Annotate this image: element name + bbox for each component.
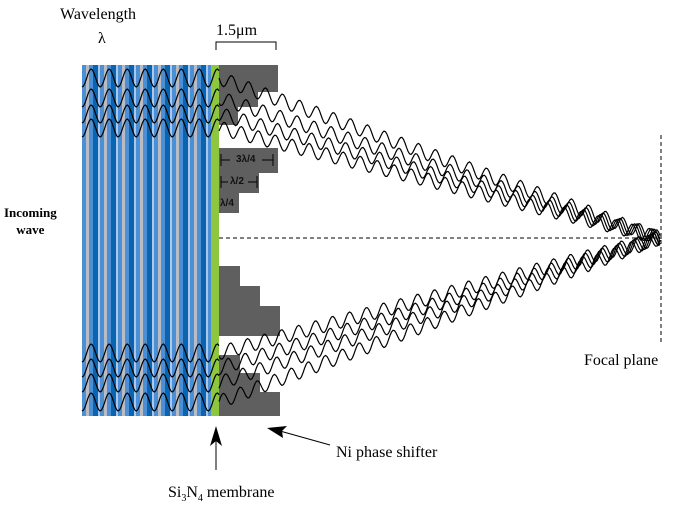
incoming-wave <box>81 343 220 363</box>
wave-stripe <box>89 65 93 416</box>
thickness-bracket <box>215 41 277 50</box>
wave-stripe <box>86 65 89 416</box>
membrane-label-sub4: 4 <box>197 493 203 505</box>
converging-wave-upper <box>218 74 661 242</box>
phase-shifter-label: Ni phase shifter <box>336 444 438 461</box>
wave-stripe <box>197 65 201 416</box>
wave-stripe <box>172 65 176 416</box>
incoming-wave-label-line1: Incoming <box>4 205 57 220</box>
phase-shifter-step <box>219 173 259 193</box>
converging-wave-lower <box>218 233 661 389</box>
converging-wave-upper <box>218 108 661 246</box>
step-label-quarter: λ/4 <box>220 198 234 209</box>
wave-stripe <box>104 65 107 416</box>
si3n4-membrane <box>211 65 219 416</box>
wave-stripe <box>107 65 111 416</box>
wave-stripe <box>143 65 147 416</box>
wave-stripe <box>158 65 161 416</box>
membrane-arrow <box>210 426 222 470</box>
incoming-wave <box>81 104 220 124</box>
wave-stripe <box>179 65 183 416</box>
wave-stripe <box>125 65 129 416</box>
wave-stripe <box>208 65 211 416</box>
wave-stripe <box>206 65 208 416</box>
converging-wave-lower <box>218 234 661 406</box>
converging-wave-lower <box>218 232 661 376</box>
phase-shifter-step <box>219 286 260 306</box>
wave-stripe <box>136 65 140 416</box>
ni-phase-shifter <box>219 65 280 416</box>
wave-stripe <box>190 65 194 416</box>
step-label-3-quarter: 3λ/4 <box>236 154 256 165</box>
focal-plane-label: Focal plane <box>584 352 659 369</box>
diffracted-waves <box>81 68 661 412</box>
membrane-label: Si3N4 membrane <box>168 484 274 508</box>
wave-stripe <box>161 65 165 416</box>
thickness-label: 1.5μm <box>216 22 258 39</box>
phase-shifter-step <box>219 193 239 213</box>
wave-stripe <box>100 65 104 416</box>
phase-shifter-step <box>219 392 280 416</box>
incoming-wave <box>81 373 220 393</box>
membrane-label-sub3: 3 <box>181 493 187 505</box>
wave-stripe <box>147 65 152 416</box>
wave-stripe <box>154 65 158 416</box>
membrane-label-si: Si <box>168 484 182 501</box>
converging-wave-upper <box>218 93 661 242</box>
wave-stripe <box>188 65 190 416</box>
phase-shifter-step <box>219 306 280 336</box>
converging-wave-lower <box>218 231 661 360</box>
lambda-symbol: λ <box>98 30 106 47</box>
wave-stripe <box>116 65 118 416</box>
wave-stripe <box>165 65 170 416</box>
incoming-wave <box>81 392 220 412</box>
step-dimension-marks <box>220 154 274 188</box>
membrane-label-text: membrane <box>202 484 275 501</box>
incoming-wave <box>81 88 220 108</box>
membrane-label-n: N <box>186 484 198 501</box>
wavelength-label: Wavelength <box>60 6 137 23</box>
wave-stripe <box>152 65 154 416</box>
wave-stripe <box>183 65 188 416</box>
wave-stripe <box>82 65 86 416</box>
wave-stripe <box>176 65 179 416</box>
wave-stripe <box>98 65 100 416</box>
wave-stripe <box>111 65 116 416</box>
wave-stripe <box>194 65 197 416</box>
phase-shifter-arrow <box>267 426 331 446</box>
incoming-wave-label: Incoming wave <box>4 204 57 238</box>
incoming-wave-label-line2: wave <box>16 222 45 237</box>
wave-stripe <box>122 65 125 416</box>
incoming-wave-field <box>82 65 211 416</box>
wave-stripe <box>170 65 172 416</box>
wave-stripe <box>93 65 98 416</box>
incoming-wave <box>81 358 220 378</box>
phase-shifter-step <box>219 266 240 286</box>
wave-stripe <box>201 65 206 416</box>
phase-shifter-step <box>219 65 278 92</box>
incoming-wave <box>81 118 220 138</box>
wave-stripe <box>129 65 134 416</box>
incoming-wave <box>81 68 220 88</box>
step-label-half: λ/2 <box>230 176 244 187</box>
wave-stripe <box>140 65 143 416</box>
wave-stripe <box>134 65 136 416</box>
converging-wave-upper <box>218 121 661 246</box>
wave-stripe <box>118 65 122 416</box>
